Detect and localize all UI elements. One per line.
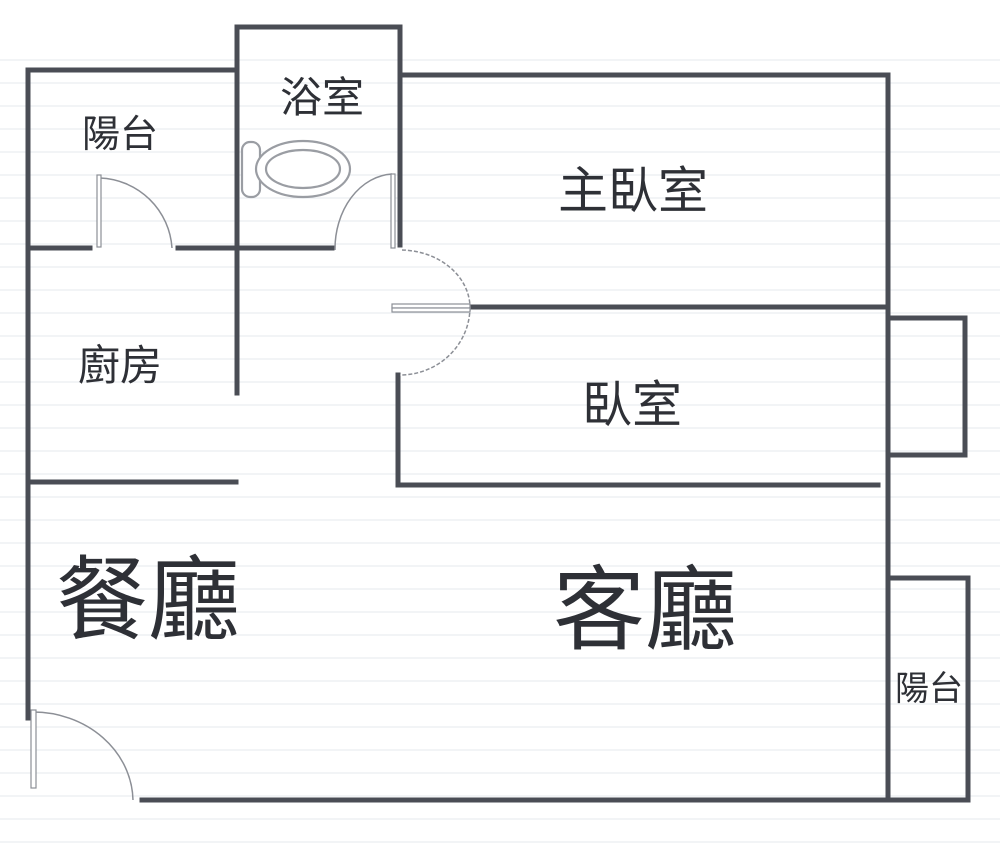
doors [30, 173, 471, 801]
door-swing-icon [99, 177, 173, 249]
room-label-bedroom: 臥室 [582, 376, 682, 434]
door-leaf [390, 173, 396, 249]
door-leaf [391, 307, 471, 313]
room-label-kitchen: 廚房 [78, 341, 162, 390]
door-leaf [30, 709, 37, 789]
door-leaf [391, 303, 471, 309]
walls [25, 24, 971, 803]
room-label-bathroom: 浴室 [280, 73, 364, 122]
room-label-living-room: 客廳 [553, 557, 737, 664]
room-label-master-bedroom: 主臥室 [558, 162, 708, 220]
entrance-door [30, 709, 134, 801]
room-label-balcony-nw: 陽台 [82, 112, 158, 156]
toilet-seat-icon [264, 148, 342, 190]
scan-texture [0, 59, 1000, 843]
door-leaf [96, 174, 102, 248]
room-label-dining-room: 餐廳 [56, 547, 240, 654]
balcony-nw-door [96, 174, 173, 249]
door-swing-icon [399, 306, 471, 376]
room-label-balcony-se: 陽台 [895, 669, 963, 709]
bedroom-door [391, 306, 471, 376]
door-swing-icon [401, 249, 471, 308]
bathroom-fixtures [240, 139, 352, 199]
bathroom-door [334, 173, 396, 251]
door-swing-icon [334, 173, 393, 251]
master-bedroom-door [391, 249, 471, 309]
door-swing-icon [32, 711, 134, 801]
room-labels: 陽台浴室主臥室廚房臥室餐廳客廳陽台 [56, 73, 963, 709]
